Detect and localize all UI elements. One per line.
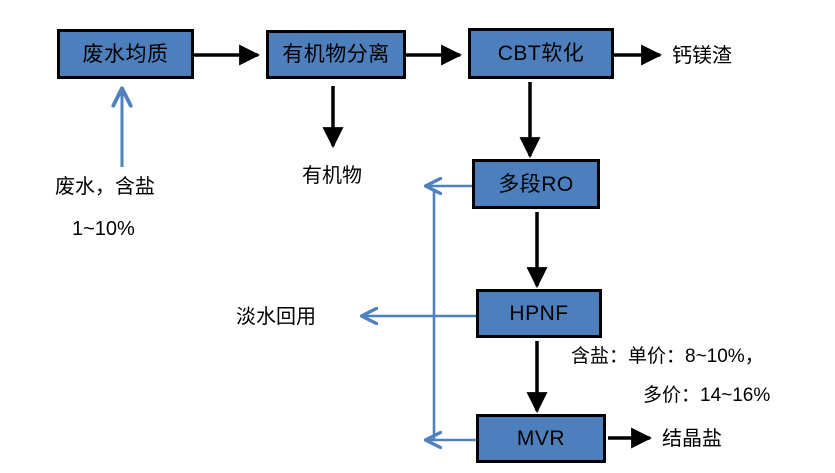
node-label: CBT软化: [497, 42, 585, 65]
edge-mvr-recycle-to-ro: [427, 186, 476, 440]
node-multistage-ro[interactable]: 多段RO: [472, 159, 600, 209]
node-feed-homogenize[interactable]: 废水均质: [57, 29, 194, 79]
node-label: MVR: [516, 427, 566, 450]
node-label: 废水均质: [82, 42, 169, 66]
node-label: HPNF: [509, 302, 569, 325]
node-mvr[interactable]: MVR: [476, 414, 606, 463]
node-label: 多段RO: [498, 172, 574, 196]
label-fresh-water-reuse: 淡水回用: [236, 306, 316, 328]
node-cbt-softening[interactable]: CBT软化: [468, 28, 614, 79]
label-salinity-line1: 含盐：单价：8~10%，: [571, 346, 764, 367]
label-feed-stream-line2: 1~10%: [72, 218, 135, 240]
label-feed-stream-line1: 废水，含盐: [55, 176, 155, 198]
node-organics-separation[interactable]: 有机物分离: [266, 30, 406, 79]
label-ca-mg-residue: 钙镁渣: [672, 45, 732, 67]
label-crystal-salt: 结晶盐: [662, 428, 722, 450]
label-organics-output: 有机物: [302, 165, 362, 187]
node-label: 有机物分离: [282, 43, 390, 66]
label-salinity-line2: 多价：14~16%: [643, 385, 771, 406]
node-hpnf[interactable]: HPNF: [476, 289, 602, 338]
